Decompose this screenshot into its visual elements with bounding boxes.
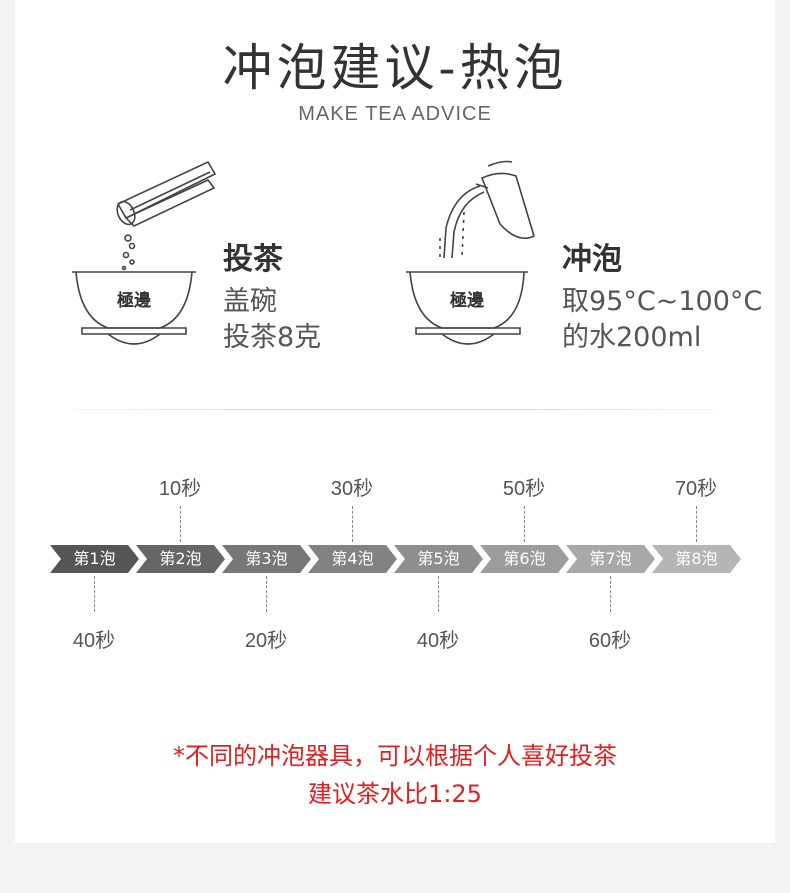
infusion-step-3: 第3泡 (222, 545, 311, 573)
time-connector (266, 576, 267, 612)
infusion-time-8: 70秒 (674, 478, 718, 500)
section-divider (75, 409, 715, 410)
step-detail-line: 的水200ml (562, 322, 702, 353)
page-title: 冲泡建议-热泡 (222, 39, 568, 97)
infusion-step-4: 第4泡 (308, 545, 397, 573)
infusion-step-1: 第1泡 (50, 545, 139, 573)
infusion-time-1: 40秒 (72, 630, 116, 652)
step-detail-line: 盖碗 (223, 286, 277, 317)
step-title-brew: 冲泡 (562, 242, 622, 277)
step-detail-line: 投茶8克 (223, 322, 322, 353)
step-detail-line: 取95°C~100°C (562, 286, 763, 317)
infusion-time-4: 30秒 (330, 478, 374, 500)
time-connector (524, 506, 525, 542)
step-title-add-tea: 投茶 (223, 242, 283, 277)
infusion-step-6: 第6泡 (480, 545, 569, 573)
brewing-ratio-note: 建议茶水比1:25 (308, 780, 482, 808)
brand-mark: 極邊 (450, 290, 485, 311)
time-connector (696, 506, 697, 542)
infusion-step-2: 第2泡 (136, 545, 225, 573)
time-connector (352, 506, 353, 542)
brand-mark: 極邊 (117, 290, 152, 311)
tea-stick-gaiwan-icon: 極邊 (72, 160, 217, 345)
brewing-note: *不同的冲泡器具，可以根据个人喜好投茶 (173, 742, 617, 770)
infusion-time-2: 10秒 (158, 478, 202, 500)
infusion-time-6: 50秒 (502, 478, 546, 500)
infusion-time-3: 20秒 (244, 630, 288, 652)
time-connector (180, 506, 181, 542)
content-card (15, 0, 775, 843)
infusion-time-7: 60秒 (588, 630, 632, 652)
time-connector (94, 576, 95, 612)
kettle-pouring-gaiwan-icon: 極邊 (406, 160, 535, 345)
infusion-step-8: 第8泡 (652, 545, 741, 573)
infusion-step-7: 第7泡 (566, 545, 655, 573)
infusion-time-5: 40秒 (416, 630, 460, 652)
infusion-step-5: 第5泡 (394, 545, 483, 573)
time-connector (438, 576, 439, 612)
time-connector (610, 576, 611, 612)
page-subtitle: MAKE TEA ADVICE (298, 103, 492, 125)
